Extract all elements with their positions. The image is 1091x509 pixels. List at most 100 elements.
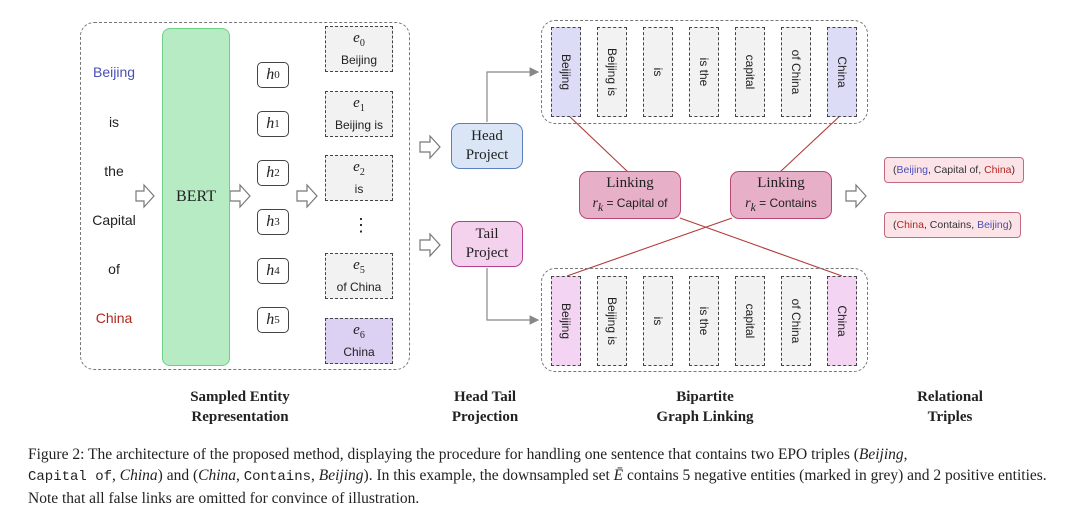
relation-value: = Capital of bbox=[603, 195, 668, 210]
head-project: Head Project bbox=[451, 123, 523, 169]
hidden-state-index: 5 bbox=[274, 314, 280, 326]
bert-label: BERT bbox=[176, 188, 216, 205]
head-entity-label: is bbox=[651, 67, 665, 77]
head-project-connector bbox=[486, 67, 540, 122]
bert-encoder: BERT bbox=[162, 28, 230, 366]
link-line-china-tail bbox=[679, 217, 843, 277]
triple-head: Beijing bbox=[896, 164, 929, 176]
input-word: is bbox=[108, 114, 120, 130]
tail-entity-label: Beijing is bbox=[605, 296, 619, 346]
head-entity-label: of China bbox=[789, 49, 803, 95]
arrow-to-tail-project bbox=[419, 232, 441, 258]
tail-entity-label: is bbox=[651, 316, 665, 326]
tail-entity-label: of China bbox=[789, 298, 803, 344]
tail-entity: Beijing bbox=[551, 276, 581, 366]
input-word: Beijing bbox=[92, 64, 136, 80]
entity-symbol: e6 bbox=[353, 322, 365, 344]
linking-title: Linking bbox=[606, 174, 654, 191]
entity-symbol: e0 bbox=[353, 30, 365, 52]
tail-entity: is the bbox=[689, 276, 719, 366]
tail-entity-label: Beijing bbox=[559, 302, 573, 340]
head-entity: Beijing bbox=[551, 27, 581, 117]
linking-title: Linking bbox=[757, 174, 805, 191]
entity-symbol: e2 bbox=[353, 159, 365, 181]
entity-text: is bbox=[354, 182, 364, 196]
entity-text: Beijing bbox=[340, 53, 378, 67]
hidden-state-symbol: h bbox=[266, 213, 275, 230]
relation-symbol: rk bbox=[745, 195, 756, 214]
head-entity: is bbox=[643, 27, 673, 117]
input-word: of bbox=[108, 261, 120, 277]
triple-tail: China bbox=[984, 164, 1012, 176]
input-word: the bbox=[104, 163, 124, 179]
head-entity: capital bbox=[735, 27, 765, 117]
tail-project-line1: Tail bbox=[475, 226, 499, 242]
entity-text: Beijing is bbox=[334, 118, 384, 132]
relation-symbol-index: k bbox=[750, 200, 756, 214]
triple-close: ) bbox=[1011, 164, 1016, 176]
linking-relation: rk = Contains bbox=[745, 193, 817, 217]
tail-entity: capital bbox=[735, 276, 765, 366]
triple-close: ) bbox=[1008, 219, 1013, 231]
arrow-to-triples bbox=[845, 183, 867, 209]
entity-symbol: e5 bbox=[353, 257, 365, 279]
head-entity-panel bbox=[541, 20, 868, 124]
entity-symbol-index: 1 bbox=[359, 103, 365, 114]
tail-entity-label: is the bbox=[697, 306, 711, 336]
head-project-line2: Project bbox=[465, 147, 509, 163]
hidden-state-index: 1 bbox=[274, 118, 280, 130]
input-word: Capital bbox=[92, 212, 136, 228]
hidden-state-index: 2 bbox=[274, 167, 280, 179]
triple-head: China bbox=[896, 219, 924, 231]
linking-relation: rk = Capital of bbox=[592, 193, 667, 217]
entity-symbol-base: e bbox=[353, 257, 360, 273]
head-entity: China bbox=[827, 27, 857, 117]
entity-text: of China bbox=[336, 280, 382, 294]
entity-symbol-base: e bbox=[353, 95, 360, 111]
relation-symbol: rk bbox=[592, 195, 604, 214]
head-entity: is the bbox=[689, 27, 719, 117]
hidden-state-symbol: h bbox=[266, 311, 275, 328]
head-entity-label: is the bbox=[697, 57, 711, 87]
entity-symbol: e1 bbox=[353, 95, 365, 117]
relation-symbol-index: k bbox=[597, 200, 604, 214]
arrow-bert-to-hidden bbox=[229, 183, 251, 209]
hidden-state-symbol: h bbox=[266, 262, 275, 279]
entity-symbol-index: 0 bbox=[359, 38, 365, 49]
tail-entity: Beijing is bbox=[597, 276, 627, 366]
tail-project-connector bbox=[486, 268, 540, 325]
link-line-beijing-tail bbox=[566, 217, 733, 277]
triple-open: ( bbox=[893, 164, 897, 176]
head-entity-label: capital bbox=[743, 54, 757, 90]
head-entity-label: China bbox=[835, 56, 849, 88]
section-label-sampled-entity: Sampled Entity Representation bbox=[190, 389, 290, 425]
arrow-hidden-to-entities bbox=[296, 183, 318, 209]
triple-rel: , Contains, bbox=[923, 219, 978, 231]
section-label-head-tail: Head Tail Projection bbox=[451, 389, 519, 425]
entity-symbol-base: e bbox=[353, 30, 360, 46]
entity-symbol-base: e bbox=[353, 322, 360, 338]
triple-rel: , Capital of, bbox=[928, 164, 985, 176]
triple-tail: Beijing bbox=[977, 219, 1009, 231]
figure-caption: Figure 2: The architecture of the propos… bbox=[28, 446, 1047, 507]
tail-entity: China bbox=[827, 276, 857, 366]
tail-project: Tail Project bbox=[451, 221, 523, 267]
section-label-triples: Relational Triples bbox=[917, 389, 983, 425]
triple-box: (China, Contains, Beijing) bbox=[884, 212, 1022, 238]
linking-box: Linking rk = Contains bbox=[730, 171, 832, 219]
hidden-state-index: 4 bbox=[274, 265, 280, 277]
hidden-state-symbol: h bbox=[266, 164, 275, 181]
tail-entity-panel bbox=[541, 268, 868, 372]
input-word: China bbox=[95, 310, 133, 326]
entity-ellipsis: ⋮ bbox=[352, 215, 370, 235]
sampled-entity-panel bbox=[80, 22, 410, 370]
